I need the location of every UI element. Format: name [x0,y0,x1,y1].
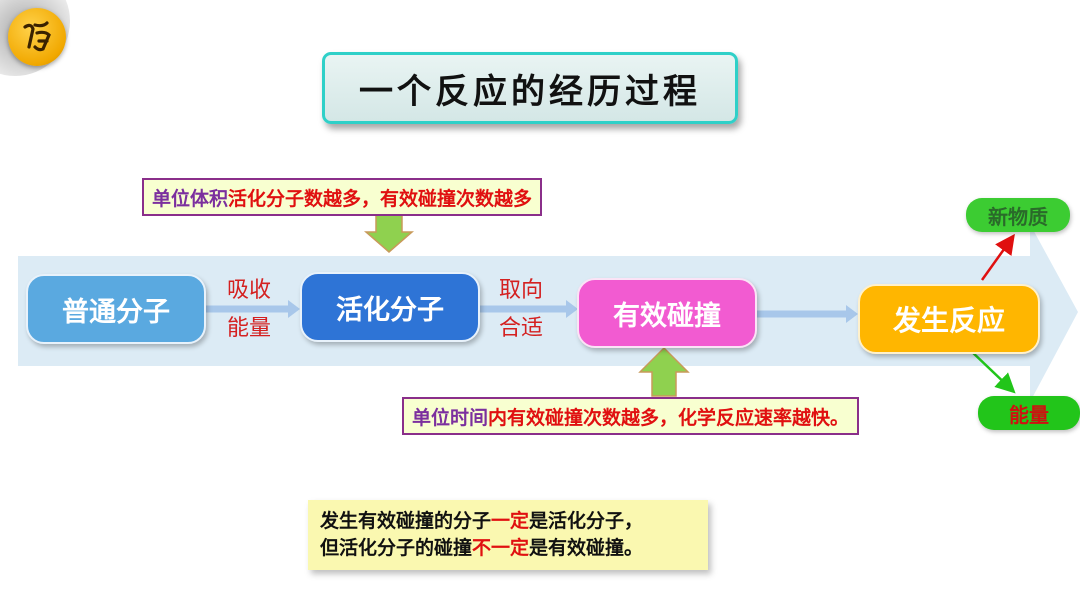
condition-absorb-label: 吸收 [226,278,271,303]
condition-orientation-label: 取向 [498,278,543,303]
note-unit-time-prefix: 单位时间 [412,406,489,429]
condition-absorb-energy: 吸收 能量 [210,272,288,348]
note-unit-time-text: 内有效碰撞次数越多，化学反应速率越快。 [488,406,850,429]
condition-orientation: 取向 合适 [482,272,560,348]
connector-effective-to-reaction [756,305,858,323]
arrow-to-new-substance [980,233,1015,281]
summary-line1-c: 是活化分子， [529,510,644,532]
note-unit-volume-prefix: 单位体积 [152,187,229,210]
summary-line2-emphasis: 不一定 [472,537,530,559]
summary-line1-emphasis: 一定 [491,510,530,532]
note-unit-time: 单位时间内有效碰撞次数越多，化学反应速率越快。 [402,397,860,435]
summary-line1-a: 发生有效碰撞的分子 [320,510,492,532]
node-plain-molecule: 普通分子 [26,274,206,344]
arrow-to-energy [969,349,1016,394]
summary-line-1: 发生有效碰撞的分子一定是活化分子， [320,508,708,535]
page-title: 一个反应的经历过程 [322,52,738,124]
note-unit-volume: 单位体积活化分子数越多，有效碰撞次数越多 [142,178,543,216]
output-energy: 能量 [978,396,1080,430]
summary-line-2: 但活化分子的碰撞不一定是有效碰撞。 [320,535,708,562]
condition-suitable-label: 合适 [498,316,543,341]
logo [8,8,66,66]
node-effective-collision: 有效碰撞 [577,278,757,348]
note-unit-volume-text: 活化分子数越多，有效碰撞次数越多 [228,187,533,210]
down-arrow-icon [363,213,415,253]
summary-box: 发生有效碰撞的分子一定是活化分子， 但活化分子的碰撞不一定是有效碰撞。 [308,500,708,570]
condition-energy-label: 能量 [226,316,271,341]
connector-plain-to-active [204,300,300,318]
output-new-substance: 新物质 [966,198,1070,232]
up-arrow-icon [638,346,690,397]
node-activated-molecule: 活化分子 [300,272,480,342]
node-reaction-occurs: 发生反应 [858,284,1040,354]
summary-line2-c: 是有效碰撞。 [529,537,644,559]
logo-calligraphy-icon [23,21,51,52]
connector-active-to-effective [478,300,578,318]
summary-line2-a: 但活化分子的碰撞 [320,537,473,559]
main-flow-band [18,224,1078,402]
